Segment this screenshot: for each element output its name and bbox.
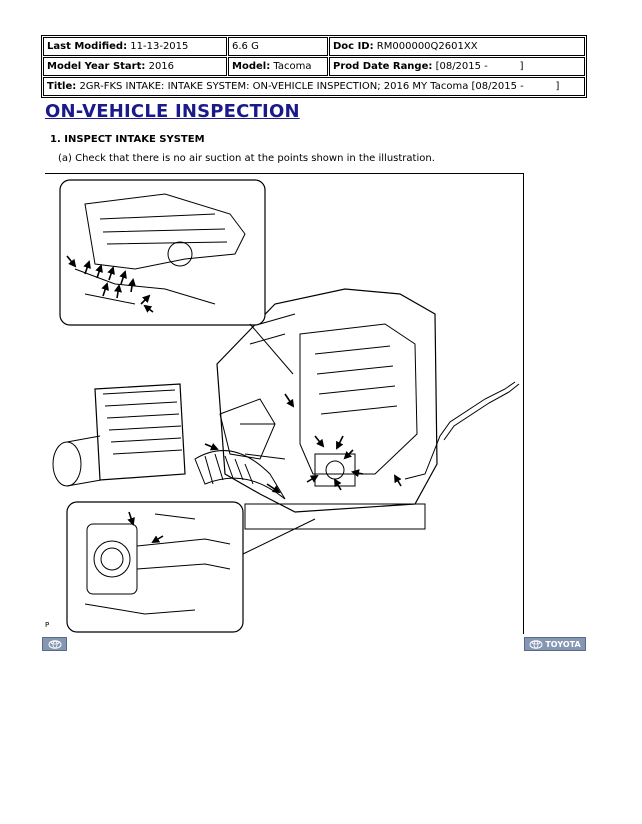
suction-arrow [393,474,402,487]
suction-arrow [140,294,151,305]
suction-arrow [204,443,219,451]
model-label: Model: [232,61,271,72]
intake-manifold [299,323,418,475]
toyota-link-button[interactable]: TOYOTA [524,637,586,651]
prod-date-label: Prod Date Range: [333,61,433,72]
throttle-bore [325,460,345,480]
title-label: Title: [47,81,77,92]
meta-row-1: Last Modified: 11-13-2015 6.6 G Doc ID: … [43,37,585,56]
model-year-value: 2016 [148,61,175,72]
resonator [219,398,276,460]
toyota-logo-icon [529,639,543,649]
suction-arrow [83,260,91,275]
toyota-label: TOYOTA [545,639,581,649]
hose-corrugations [204,453,254,485]
doc-id-cell: Doc ID: RM000000Q2601XX [329,37,585,56]
suction-arrow [101,282,109,297]
detail-throttle [167,241,193,267]
suction-arrow [151,535,164,544]
air-cleaner-box [94,383,186,481]
intake-illustration-svg [52,179,520,633]
doc-id-value: RM000000Q2601XX [376,41,478,52]
suction-arrow [107,266,115,281]
oil-pan [244,503,426,530]
vacuum-line [404,381,516,480]
upper-detail-callout [59,179,294,375]
main-suction-arrows [204,393,402,494]
model-year-label: Model Year Start: [47,61,146,72]
detail-hoses [74,268,216,305]
engine-block-outline [216,288,438,513]
model-year-cell: Model Year Start: 2016 [43,57,227,76]
toyota-home-button[interactable] [42,637,67,651]
title-cell: Title: 2GR-FKS INTAKE: INTAKE SYSTEM: ON… [43,77,585,96]
suction-arrow [95,264,103,279]
detail-lines [84,513,196,615]
step-title: 1. INSPECT INTAKE SYSTEM [50,134,205,145]
title-value: 2GR-FKS INTAKE: INTAKE SYSTEM: ON-VEHICL… [79,81,560,92]
detail-runners [99,213,228,245]
prod-date-value: [08/2015 - ] [435,61,524,72]
model-value: Tacoma [273,61,312,72]
engine-value: 6.6 G [232,41,259,52]
suction-arrow [66,255,77,268]
detail-throttle-body [86,523,138,595]
suction-arrow [128,278,136,293]
engine-detail-lines [240,313,296,460]
vacuum-line-outer [443,383,520,441]
air-inlet-duct [52,441,82,487]
suction-arrow [351,469,364,478]
last-modified-cell: Last Modified: 11-13-2015 [43,37,227,56]
suction-arrow [284,393,295,408]
model-cell: Model: Tacoma [228,57,328,76]
suction-arrow [336,435,344,450]
suction-arrow [127,511,135,526]
suction-arrow [143,304,154,313]
lower-suction-arrows [127,511,164,544]
step-text: (a) Check that there is no air suction a… [58,153,435,164]
doc-id-label: Doc ID: [333,41,374,52]
engine-cell: 6.6 G [228,37,328,56]
toyota-logo-icon [48,639,61,649]
air-cleaner-ribs [102,389,183,455]
upper-callout-frame [59,179,266,326]
upper-suction-arrows [66,255,154,313]
lower-callout-leader [242,518,316,555]
air-inlet-lines [66,435,102,487]
suction-arrow [343,449,354,460]
suction-arrow [333,478,342,491]
last-modified-label: Last Modified: [47,41,128,52]
last-modified-value: 11-13-2015 [130,41,189,52]
upper-callout-leader [249,323,294,375]
detail-manifold [84,193,246,270]
suction-arrow [314,435,325,448]
manifold-runners [314,345,398,415]
intake-system-illustration [45,173,524,634]
prod-date-cell: Prod Date Range: [08/2015 - ] [329,57,585,76]
page-heading: ON-VEHICLE INSPECTION [45,101,300,122]
detail-throttle-plate [100,547,124,571]
meta-row-2: Model Year Start: 2016 Model: Tacoma Pro… [43,57,585,76]
suction-arrow [306,474,319,483]
lower-detail-callout [66,501,316,633]
intake-air-hose [194,450,286,500]
document-meta-table: Last Modified: 11-13-2015 6.6 G Doc ID: … [41,35,587,98]
suction-arrow [114,284,122,299]
suction-arrow [266,483,281,494]
detail-pcv-hose [136,538,231,570]
suction-arrow [119,270,127,285]
detail-throttle-bore [93,540,131,578]
figure-code: P [45,621,50,629]
meta-row-3: Title: 2GR-FKS INTAKE: INTAKE SYSTEM: ON… [43,77,585,96]
lower-callout-frame [66,501,244,633]
